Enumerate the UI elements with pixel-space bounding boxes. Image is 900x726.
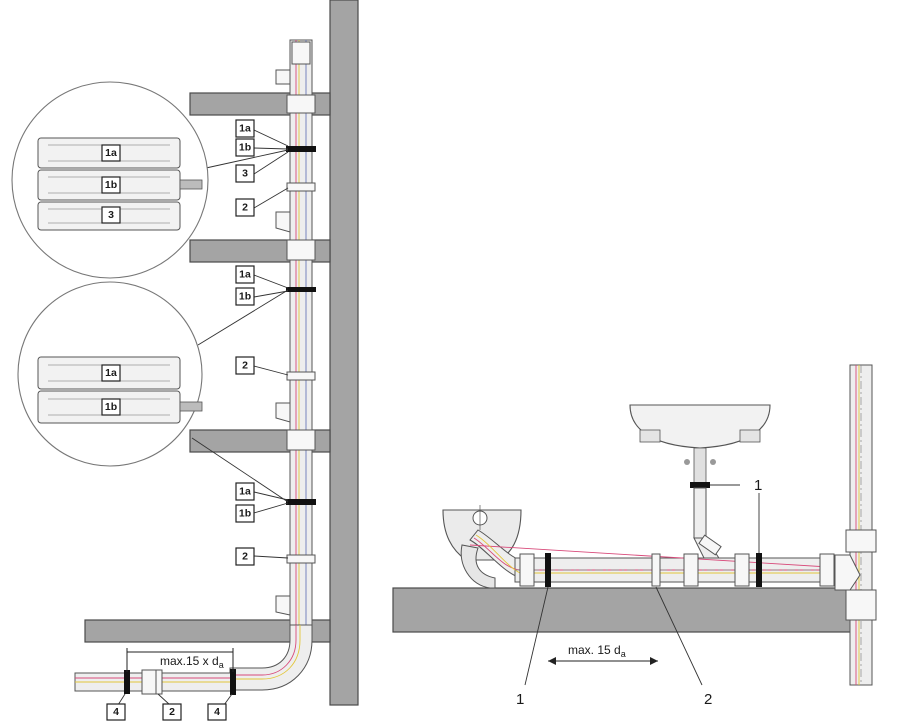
detail-upper-clamp-1a: 1a <box>37 137 181 169</box>
stack-label-3: 3 <box>235 164 255 183</box>
svg-text:4: 4 <box>113 706 119 718</box>
washbasin <box>629 404 771 575</box>
right-vertical-stack <box>834 364 877 686</box>
svg-text:2: 2 <box>242 360 248 372</box>
stack-label-1b-top: 1b <box>235 138 255 157</box>
clamp-basin-drop <box>690 482 710 488</box>
svg-text:3: 3 <box>108 209 114 221</box>
stack-label-2-mid: 2 <box>235 356 255 375</box>
stack-label-1b-low: 1b <box>235 504 255 523</box>
clamp-right-2 <box>756 553 762 587</box>
stack-label-1b-mid: 1b <box>235 287 255 306</box>
vertical-stack-pipe <box>275 39 316 626</box>
clamp-bottom-2 <box>230 669 236 695</box>
svg-text:1a: 1a <box>105 147 117 159</box>
stack-label-2-low: 2 <box>235 547 255 566</box>
detail-lower-leader-b <box>191 437 289 503</box>
detail-upper-clamp-3: 3 <box>37 201 181 231</box>
left-dimension-text: max.15 x da <box>160 654 224 670</box>
stack-labels: 1a 1b 3 2 1a 1b 2 1a 1b 2 <box>235 119 289 566</box>
svg-text:1a: 1a <box>239 123 251 135</box>
stack-label-1a-top: 1a <box>235 119 255 138</box>
vertical-wall <box>329 0 359 706</box>
left-figure: max.15 x da 1a 1b 3 2 1a 1b 2 1a 1b 2 <box>11 0 359 721</box>
svg-text:1a: 1a <box>239 269 251 281</box>
svg-text:4: 4 <box>214 706 220 718</box>
right-horizontal-pipe <box>469 529 850 587</box>
floor-slab-bottom <box>84 619 331 643</box>
svg-text:1b: 1b <box>239 291 251 303</box>
callout-1-floor: 1 <box>516 691 524 708</box>
detail-upper-clamp-1b: 1b <box>37 169 203 201</box>
detail-circle-upper: 1a 1b 3 <box>11 81 209 279</box>
clamp-stack-2 <box>286 287 316 292</box>
stack-label-2-top: 2 <box>235 198 255 217</box>
bottom-label-4-left: 4 <box>106 703 126 721</box>
right-figure: 1 1 2 max. 15 da <box>392 364 877 708</box>
right-dimension: max. 15 da <box>548 643 658 665</box>
clamp-bottom-1 <box>124 670 130 694</box>
right-callouts: 1 1 2 <box>516 477 762 708</box>
stack-label-1a-low: 1a <box>235 482 255 501</box>
bottom-label-2: 2 <box>162 703 182 721</box>
svg-text:1b: 1b <box>105 179 117 191</box>
callout-2: 2 <box>704 691 712 708</box>
bottom-horizontal-pipe <box>74 669 236 695</box>
bottom-label-4-right: 4 <box>207 703 227 721</box>
svg-text:3: 3 <box>242 168 248 180</box>
detail-lower-leader-a <box>197 289 289 346</box>
bottom-labels: 4 2 4 <box>106 693 233 721</box>
stack-label-1a-mid: 1a <box>235 265 255 284</box>
detail-lower-clamp-1b: 1b <box>37 390 203 424</box>
detail-upper-leader <box>205 149 289 169</box>
detail-circle-lower: 1a 1b <box>17 281 203 467</box>
svg-text:1a: 1a <box>239 486 251 498</box>
svg-text:2: 2 <box>242 551 248 563</box>
svg-text:1b: 1b <box>239 142 251 154</box>
svg-text:2: 2 <box>242 202 248 214</box>
svg-text:2: 2 <box>169 706 175 718</box>
clamp-right-1 <box>545 553 551 587</box>
right-floor-slab <box>392 587 856 633</box>
detail-lower-clamp-1a: 1a <box>37 356 181 390</box>
svg-text:1b: 1b <box>105 401 117 413</box>
svg-text:1b: 1b <box>239 508 251 520</box>
callout-1-basin: 1 <box>754 477 762 494</box>
svg-text:1a: 1a <box>105 367 117 379</box>
stack-bend <box>229 624 313 691</box>
clamp-stack-1 <box>286 146 316 152</box>
left-dimension: max.15 x da <box>126 648 234 672</box>
right-dimension-text: max. 15 da <box>568 643 626 659</box>
clamp-stack-3 <box>286 499 316 505</box>
